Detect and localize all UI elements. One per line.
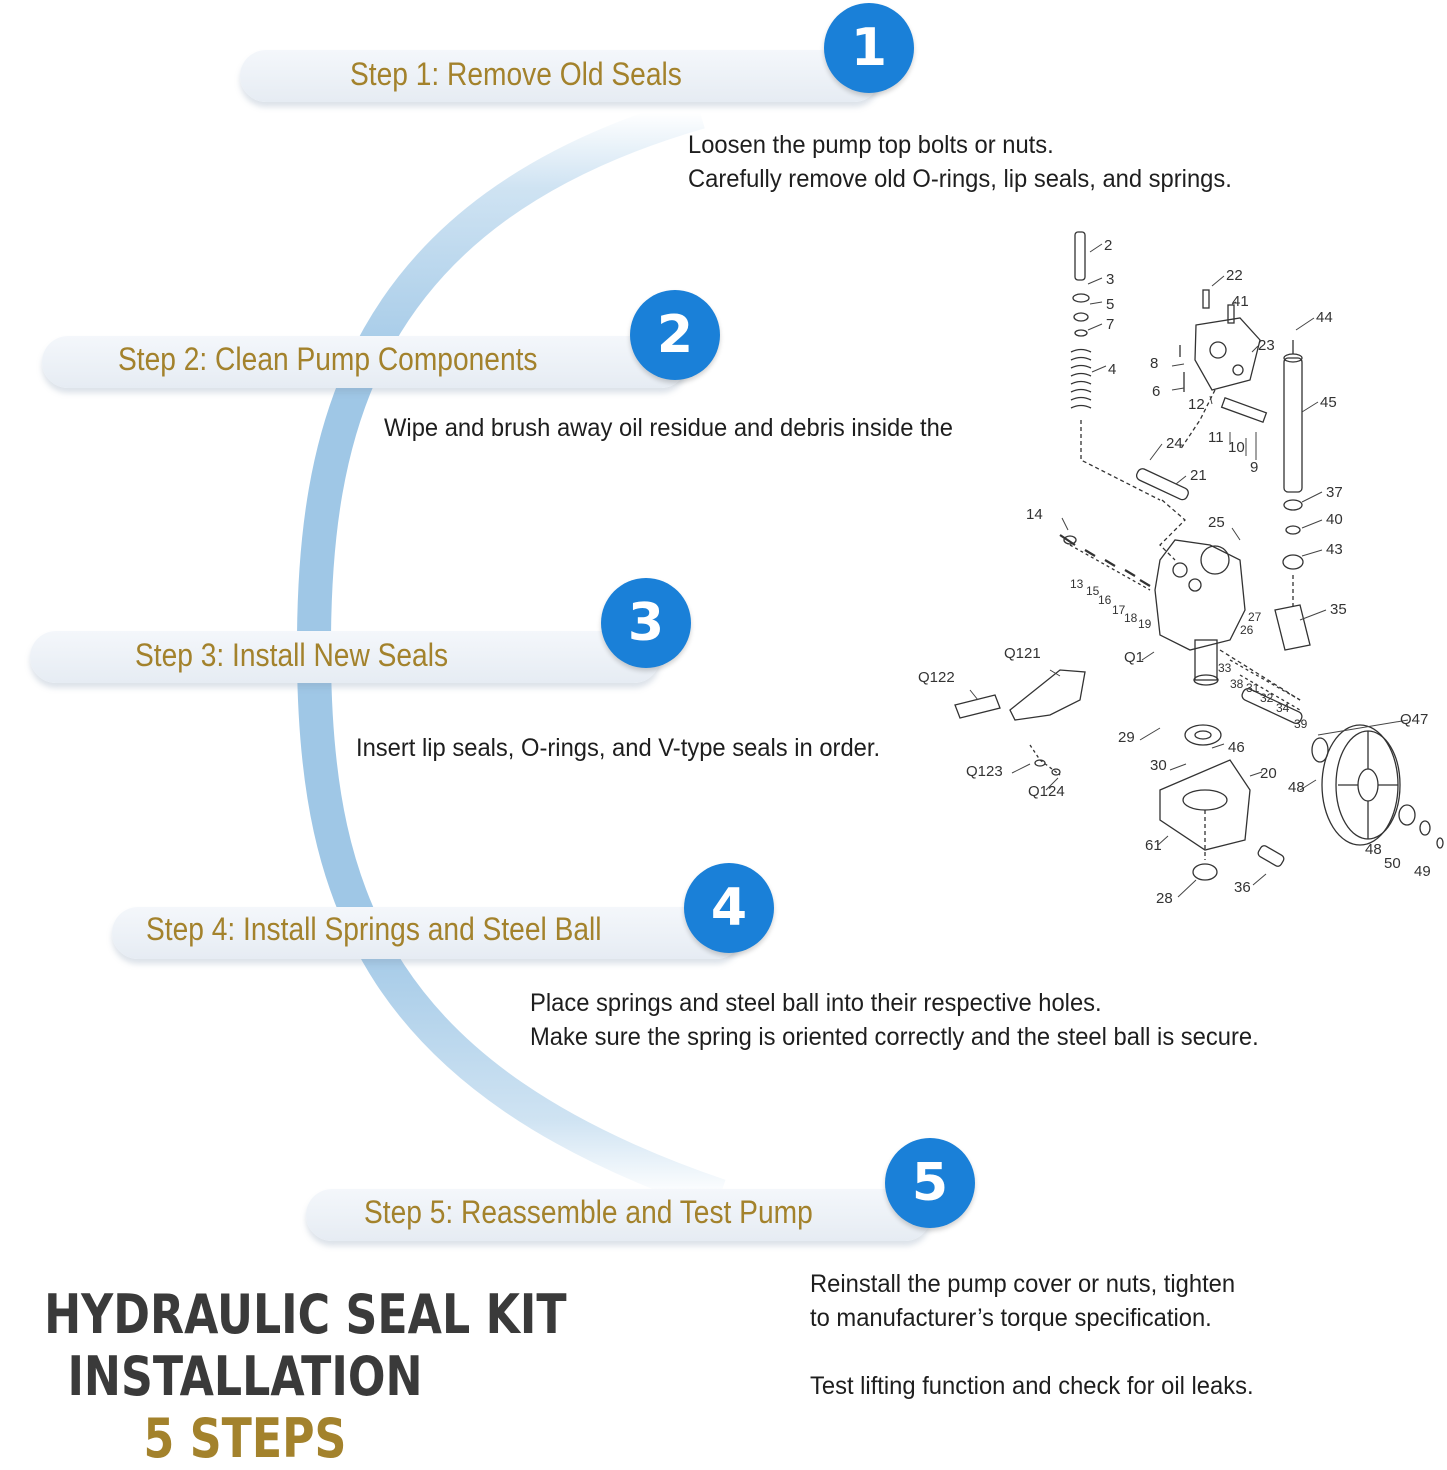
part-number-label: 4 [1108,361,1116,378]
diagram-leader-lines [969,243,1409,898]
part-number-label: 32 [1260,691,1274,705]
part-number-label: 26 [1240,623,1254,637]
part-number-label: 35 [1330,601,1347,618]
part-number-label: Q123 [966,763,1003,780]
part-number-label: 11 [1208,429,1224,446]
step-3-line-1: Insert lip seals, O-rings, and V-type se… [356,734,881,762]
step-1-line-2: Carefully remove old O-rings, lip seals,… [688,165,1232,193]
part-number-label: 45 [1320,394,1337,411]
part-number-label: 17 [1112,603,1126,617]
part-number-label: 34 [1276,701,1290,715]
diagram-parts [954,231,1444,881]
part-number-label: 38 [1230,677,1244,691]
part-number-label: 24 [1166,435,1183,452]
step-1-banner [240,50,880,102]
part-number-label: 18 [1124,611,1138,625]
part-number-label: 28 [1156,890,1173,907]
part-number-label: 50 [1384,855,1401,872]
step-2-number-badge: 2 [630,290,720,380]
part-number-label: Q122 [918,669,955,686]
step-3-banner [30,631,660,683]
part-number-label: 14 [1026,506,1043,523]
part-number-label: 16 [1098,593,1112,607]
part-number-label: Q47 [1400,711,1428,728]
step-1-number-badge: 1 [824,3,914,93]
part-number-label: 61 [1145,837,1162,854]
part-number-label: 12 [1188,396,1205,413]
part-number-label: 22 [1226,267,1243,284]
step-5-line-3 [810,1335,1254,1369]
part-number-label: Q124 [1028,783,1065,800]
step-5-number-badge: 5 [885,1138,975,1228]
step-2-description: Wipe and brush away oil residue and debr… [384,411,953,445]
step-1-description: Loosen the pump top bolts or nuts. Caref… [688,128,1232,196]
step-5-banner [306,1189,931,1241]
step-5-line-4: Test lifting function and check for oil … [810,1372,1254,1400]
heading-line-2: INSTALLATION [67,1345,423,1408]
part-number-label: 46 [1228,739,1245,756]
step-4-banner [112,907,742,959]
heading-line-1: HYDRAULIC SEAL KIT [44,1283,567,1346]
step-3-number-badge: 3 [601,578,691,668]
part-number-label: 31 [1246,681,1260,695]
part-number-label: Q121 [1004,645,1041,662]
part-number-label: 7 [1106,316,1114,333]
part-number-label: 23 [1258,337,1275,354]
step-2-line-1: Wipe and brush away oil residue and debr… [384,414,954,442]
part-number-label: 8 [1150,355,1158,372]
part-number-label: 49 [1414,863,1431,880]
step-4-line-2: Make sure the spring is oriented correct… [530,1023,1259,1051]
part-number-label: 13 [1070,577,1084,591]
step-5-line-2: to manufacturer’s torque specification. [810,1304,1212,1332]
part-number-label: 44 [1316,309,1333,326]
part-number-label: 48 [1365,841,1382,858]
part-number-label: 36 [1234,879,1251,896]
part-number-label: 5 [1106,296,1114,313]
step-2-title: Step 2: Clean Pump Components [118,341,538,377]
step-5-line-1: Reinstall the pump cover or nuts, tighte… [810,1270,1236,1298]
part-number-label: 21 [1190,467,1207,484]
part-number-label: 40 [1326,511,1343,528]
step-5-title: Step 5: Reassemble and Test Pump [364,1194,813,1230]
heading-line-3: 5 STEPS [143,1407,347,1470]
step-4-title: Step 4: Install Springs and Steel Ball [146,911,602,947]
part-number-label: 25 [1208,514,1225,531]
step-3-description: Insert lip seals, O-rings, and V-type se… [356,731,880,765]
step-4-number-badge: 4 [684,863,774,953]
part-number-label: 41 [1232,293,1249,310]
part-number-label: 37 [1326,484,1343,501]
step-4-description: Place springs and steel ball into their … [530,986,1259,1054]
part-number-label: 27 [1248,610,1262,624]
step-1-title: Step 1: Remove Old Seals [350,56,682,92]
part-number-label: 15 [1086,584,1100,598]
part-number-label: 6 [1152,383,1160,400]
step-2-banner [42,336,687,388]
part-number-label: 19 [1138,617,1152,631]
part-number-label: 33 [1218,661,1232,675]
part-number-label: 10 [1228,439,1245,456]
part-number-label: 3 [1106,271,1114,288]
part-number-label: 39 [1294,717,1308,731]
step-3-title: Step 3: Install New Seals [135,637,449,673]
part-number-label: 29 [1118,729,1135,746]
step-5-description: Reinstall the pump cover or nuts, tighte… [810,1267,1254,1403]
part-number-label: 20 [1260,765,1277,782]
part-number-label: 9 [1250,459,1258,476]
step-1-line-1: Loosen the pump top bolts or nuts. [688,131,1054,159]
part-number-label: 43 [1326,541,1343,558]
step-4-line-1: Place springs and steel ball into their … [530,989,1102,1017]
part-number-label: 2 [1104,237,1112,254]
part-number-label: 48 [1288,779,1305,796]
part-number-label: 30 [1150,757,1167,774]
part-number-label: Q1 [1124,649,1144,666]
